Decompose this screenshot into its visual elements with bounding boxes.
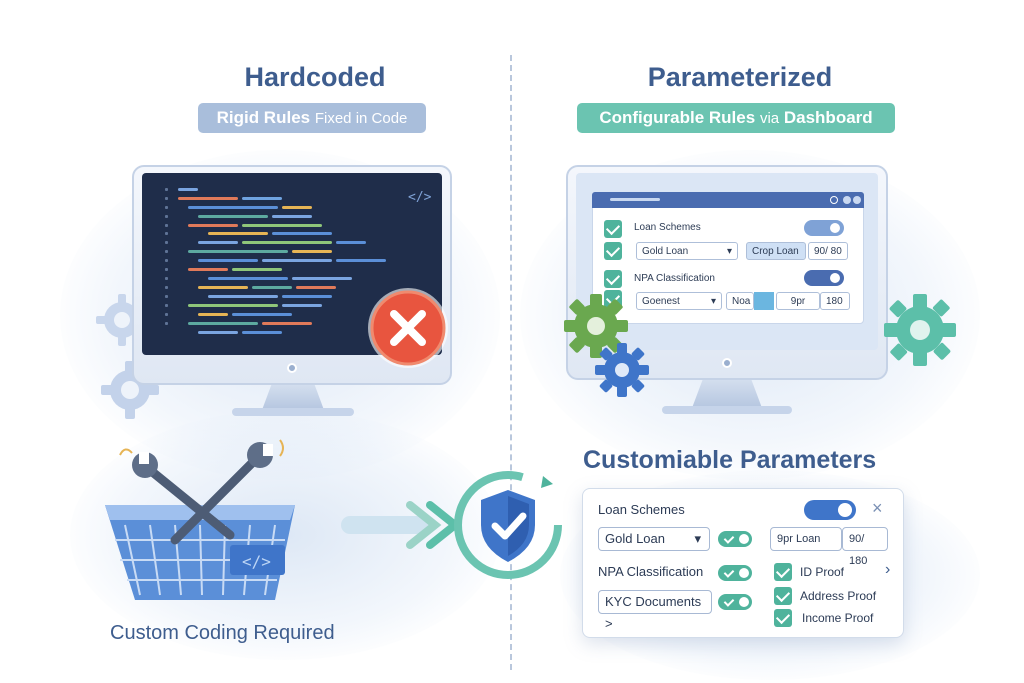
hardcoded-title: Hardcoded — [244, 62, 386, 92]
9pr-field[interactable]: 9pr — [776, 292, 820, 310]
monitor-stand — [262, 385, 324, 410]
chevron-right-icon[interactable]: › — [885, 561, 891, 578]
income-proof-label: Income Proof — [802, 611, 874, 625]
npa-value-field[interactable]: 180 — [820, 292, 850, 310]
rigid-rules-pill: Rigid Rules Fixed in Code — [198, 103, 426, 133]
npa-select[interactable]: Goenest▾ — [636, 292, 722, 310]
monitor-stand — [692, 380, 762, 408]
noa-field[interactable]: Noa — [726, 292, 754, 310]
monitor-stand-base — [662, 406, 792, 414]
configurable-rules-pill: Configurable Rules via Dashboard — [577, 103, 895, 133]
toggle-icon[interactable] — [804, 270, 844, 286]
wrench-basket-illustration: </> — [105, 439, 295, 600]
window-title-bar — [592, 192, 864, 208]
toggle-icon[interactable] — [804, 220, 844, 236]
pill-via-text: via — [759, 110, 780, 127]
close-icon[interactable]: × — [872, 498, 883, 518]
window-dot-icon[interactable] — [853, 196, 861, 204]
loan-schemes-label: Loan Schemes — [634, 222, 701, 233]
checkbox-icon[interactable] — [774, 563, 792, 581]
svg-text:</>: </> — [242, 552, 271, 571]
monitor-button — [722, 358, 732, 368]
custom-coding-caption: Custom Coding Required — [110, 622, 335, 644]
code-tag-icon: </> — [408, 190, 432, 205]
gold-loan-select[interactable]: Gold Loan▾ — [598, 527, 710, 551]
customizable-parameters-heading: Customiable Parameters — [583, 446, 877, 474]
loan-value-field[interactable]: 90/ 80 — [808, 242, 848, 260]
gear-icon — [564, 294, 628, 358]
pill-bold-text: Configurable Rules — [599, 108, 756, 127]
pill-bold-text: Rigid Rules — [216, 108, 311, 127]
window-dot-icon[interactable] — [830, 196, 838, 204]
checkbox-icon[interactable] — [774, 609, 792, 627]
checkbox-icon[interactable] — [604, 270, 622, 288]
loan-schemes-label: Loan Schemes — [598, 502, 685, 517]
toggle-icon[interactable] — [718, 565, 752, 581]
window-title-line — [610, 198, 660, 201]
toggle-icon[interactable] — [718, 531, 752, 547]
pill-rest-text: Fixed in Code — [314, 110, 408, 127]
gold-loan-select[interactable]: Gold Loan▾ — [636, 242, 738, 260]
pill-end-text: Dashboard — [783, 108, 873, 127]
address-proof-label: Address Proof — [800, 589, 877, 603]
id-proof-label: ID Proof — [800, 565, 845, 579]
parameterized-title: Parameterized — [647, 62, 833, 92]
toggle-icon[interactable] — [718, 594, 752, 610]
gear-icon — [96, 294, 148, 346]
gear-icon — [595, 343, 649, 397]
npa-classification-label: NPA Classification — [598, 564, 704, 579]
loan-value-field[interactable]: 90/ 180 — [842, 527, 888, 567]
x-circle-icon — [368, 288, 448, 368]
center-divider — [510, 55, 512, 670]
field-separator — [754, 292, 774, 310]
monitor-button — [287, 363, 297, 373]
npa-classification-label: NPA Classification — [634, 273, 715, 284]
gear-icon — [884, 294, 956, 366]
shield-check-icon — [454, 471, 562, 579]
kyc-documents-button[interactable]: KYC Documents > — [598, 590, 712, 631]
monitor-stand-base — [232, 408, 354, 416]
checkbox-icon[interactable] — [604, 220, 622, 238]
window-dot-icon[interactable] — [843, 196, 851, 204]
loan-field[interactable]: 9pr Loan — [770, 527, 842, 551]
checkbox-icon[interactable] — [774, 587, 792, 605]
crop-loan-button[interactable]: Crop Loan — [746, 242, 806, 260]
toggle-icon[interactable] — [804, 500, 856, 520]
arrow-icon — [341, 501, 462, 549]
checkbox-icon[interactable] — [604, 242, 622, 260]
